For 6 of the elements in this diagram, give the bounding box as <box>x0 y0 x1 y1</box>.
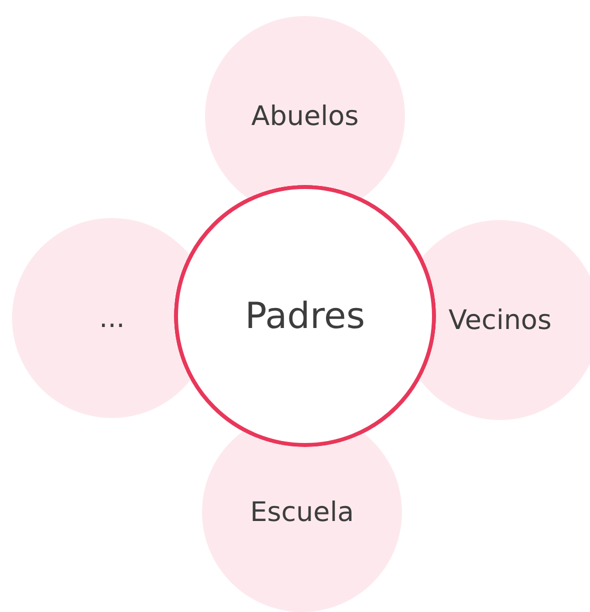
node-label: ... <box>99 302 125 334</box>
node-label: Vecinos <box>448 304 552 336</box>
circle-node <box>174 185 436 447</box>
node-label: Abuelos <box>251 100 359 132</box>
node-label: Escuela <box>250 496 354 528</box>
node-label: Padres <box>245 296 365 336</box>
